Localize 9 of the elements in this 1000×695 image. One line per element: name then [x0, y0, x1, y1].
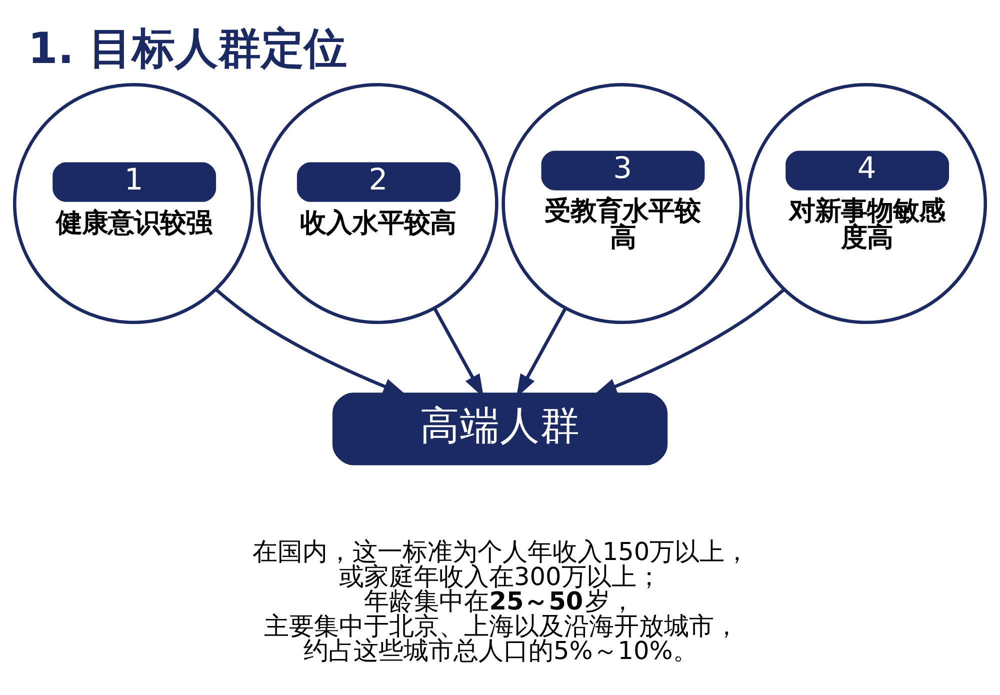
node-circle: 4 对新事物敏感度高 [746, 82, 987, 324]
diagram-title: 1. 目标人群定位 [28, 23, 347, 74]
arrow [594, 288, 786, 395]
label: 在国内，这一标准为个人年收入150万以上，或家庭年收入在300万以上；年龄集中在25～50岁，主要集中于北京、上海以及沿海开放城市，约占这些城市总人口的5%～10%。 [252, 536, 750, 665]
node-box: 高端人群 [332, 392, 668, 465]
arrow [214, 288, 406, 395]
node-circle: 1 健康意识较强 [13, 82, 254, 324]
node-circle: 2 收入水平较高 [257, 82, 498, 324]
node-circle: 3 受教育水平较高 [502, 82, 743, 324]
